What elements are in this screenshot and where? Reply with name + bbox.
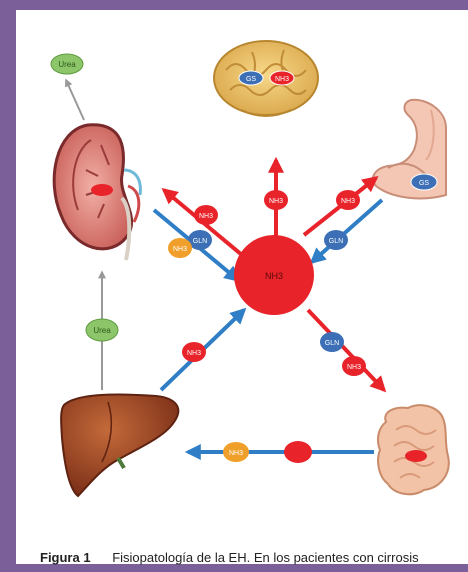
hepatic-encephalopathy-diagram: GS NH3: [16, 10, 468, 540]
urea-badge-middle: Urea: [86, 319, 118, 341]
brain-gs-marker: GS: [239, 71, 263, 85]
intestine-illustration: [378, 405, 449, 494]
urea-label-top: Urea: [58, 60, 76, 69]
muscle-gs-marker: GS: [411, 174, 437, 190]
arrow-to-intestine: [308, 310, 384, 390]
nh3-badge-muscle-arrow: NH3: [336, 190, 360, 210]
nh3-badge-brain-arrow: NH3: [264, 190, 288, 210]
gln-label-muscle: GLN: [329, 238, 343, 245]
brain-illustration: [214, 41, 318, 116]
liver-illustration: [61, 395, 178, 496]
arrow-kidney-to-urea: [66, 80, 84, 120]
gln-badge-intestine: GLN: [320, 332, 344, 352]
nh3-label-liver-arrow: NH3: [187, 350, 201, 357]
nh3-label-brain-arrow: NH3: [269, 198, 283, 205]
central-nh3-label: NH3: [265, 271, 283, 281]
nh3-orange-badge-kidney: NH3: [168, 238, 192, 258]
urea-badge-top: Urea: [51, 54, 83, 74]
brain-gs-label: GS: [246, 76, 256, 83]
nh3-badge-intestine-arrow: NH3: [342, 356, 366, 376]
nh3-badge-kidney-arrow: NH3: [194, 205, 218, 225]
nh3-badge-liver-arrow: NH3: [182, 342, 206, 362]
gln-badge-muscle: GLN: [324, 230, 348, 250]
urea-label-middle: Urea: [93, 326, 111, 335]
red-oval-bottom: [284, 441, 312, 463]
figure-panel: GS NH3: [16, 10, 468, 564]
caption-label: Figura 1: [40, 550, 91, 565]
muscle-gs-label: GS: [419, 180, 429, 187]
gln-label-kidney: GLN: [193, 238, 207, 245]
central-nh3-circle: NH3: [234, 235, 314, 315]
brain-nh3-label: NH3: [275, 76, 289, 83]
nh3-orange-label-kidney: NH3: [173, 246, 187, 253]
brain-nh3-marker: NH3: [270, 71, 294, 85]
nh3-label-kidney-arrow: NH3: [199, 213, 213, 220]
nh3-label-muscle-arrow: NH3: [341, 198, 355, 205]
nh3-label-intestine-arrow: NH3: [347, 364, 361, 371]
figure-caption: Figura 1 Fisiopatología de la EH. En los…: [40, 550, 468, 572]
caption-text: Fisiopatología de la EH. En los paciente…: [112, 550, 418, 565]
nh3-orange-label-bottom: NH3: [229, 450, 243, 457]
kidney-illustration: [54, 125, 140, 260]
nh3-orange-badge-bottom: NH3: [223, 442, 249, 462]
gln-label-intestine: GLN: [325, 340, 339, 347]
